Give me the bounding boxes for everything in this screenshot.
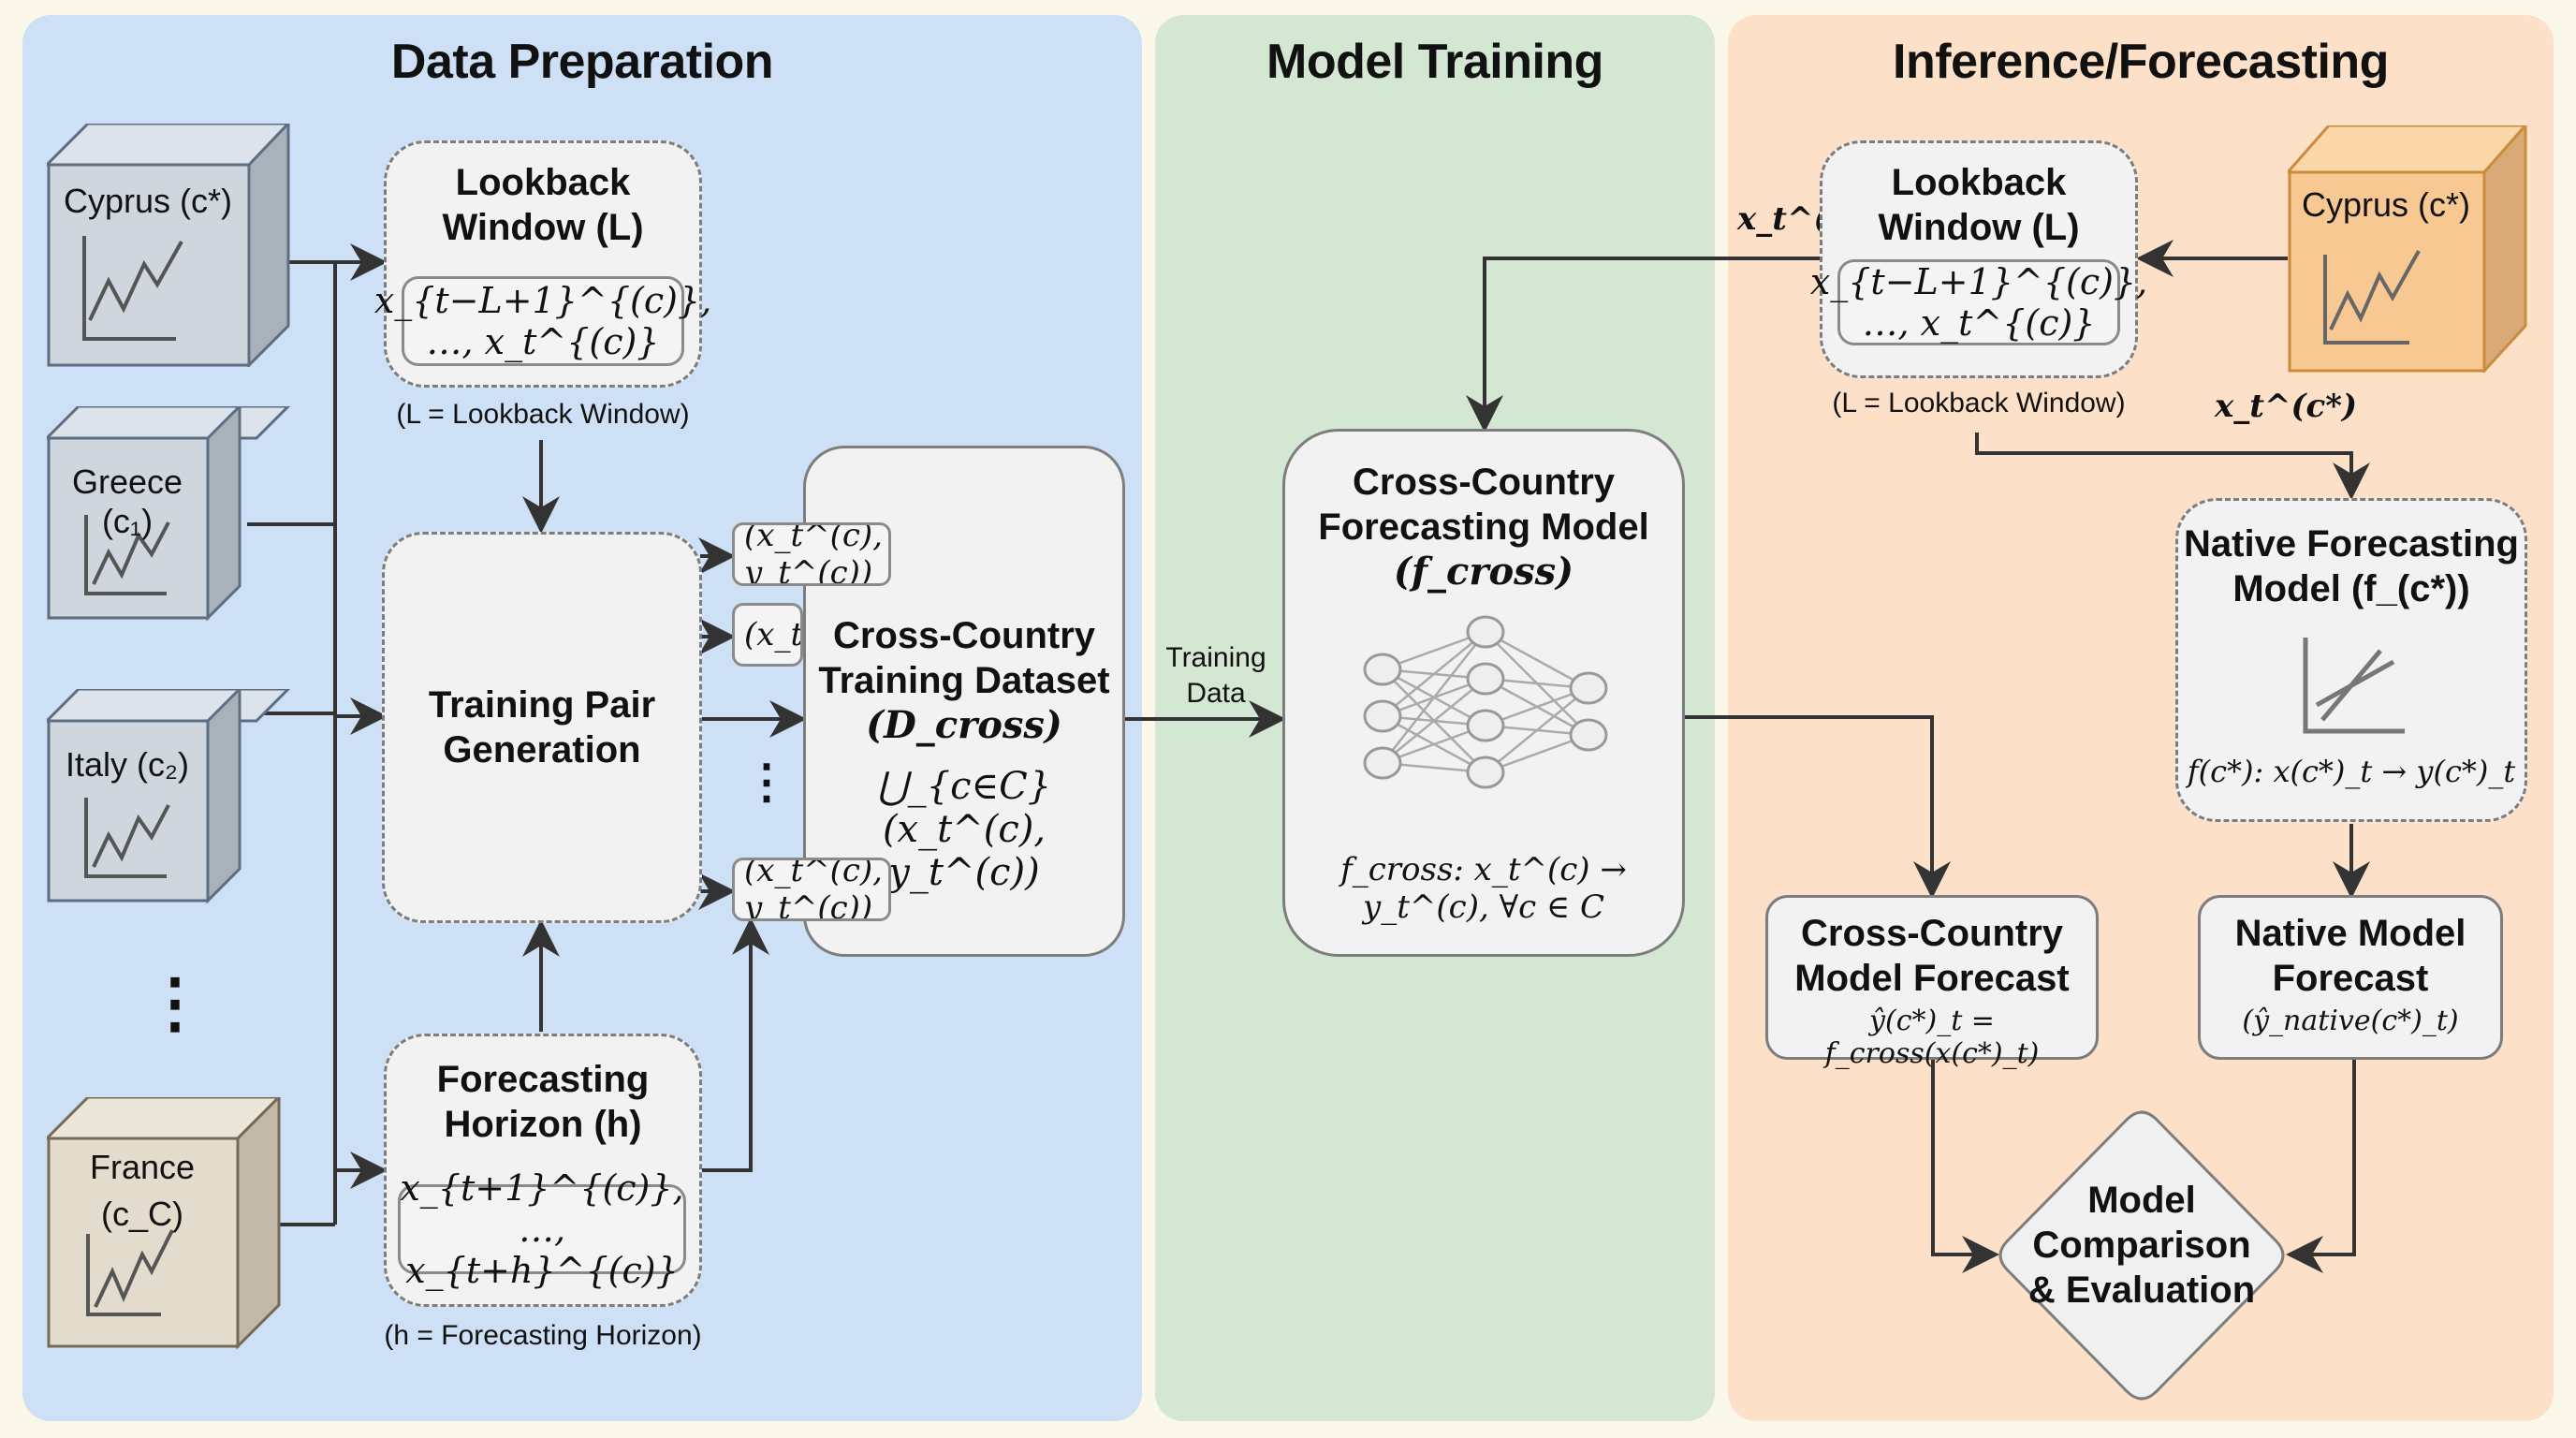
native-model-title-2: Model (f_(c*)) — [2232, 568, 2470, 609]
country-cube-france: France (c_C) — [43, 1093, 290, 1369]
panel-title-inference: Inference/Forecasting — [1893, 35, 2389, 89]
countries-ellipsis: ⋮ — [142, 966, 208, 1039]
nn-node — [1466, 756, 1505, 789]
country-cube-italy: Italy (c₂) — [43, 685, 292, 932]
nn-node — [1569, 671, 1608, 705]
training-pair-generation-box: Training Pair Generation — [382, 532, 702, 923]
cross-country-model-box: Cross-Country Forecasting Model (f_cross… — [1282, 429, 1685, 957]
evaluation-title-2: Comparison — [2032, 1225, 2251, 1266]
line-chart-icon — [84, 515, 170, 595]
nn-node — [1466, 709, 1505, 742]
inf-lookback-title-2: Window (L) — [1878, 207, 2080, 248]
cube-icon — [43, 403, 292, 622]
inference-lookback-box: Lookback Window (L) x_{t−L+1}^{(c)}, …, … — [1809, 140, 2148, 378]
dataset-title-2: Training Dataset — [818, 660, 1110, 701]
nn-node — [1466, 615, 1505, 649]
neural-network-icon — [1363, 615, 1608, 789]
nn-node — [1363, 653, 1402, 686]
native-forecast-title-2: Forecast — [2272, 958, 2429, 999]
evaluation-title-3: & Evaluation — [2027, 1269, 2256, 1311]
panel-title-data-preparation: Data Preparation — [390, 35, 774, 89]
lookback-title-1: Lookback — [455, 162, 631, 203]
horizon-title-1: Forecasting — [436, 1059, 650, 1100]
country-cube-cyprus: Cyprus (c*) — [43, 120, 292, 369]
country-label-france-name: France — [89, 1148, 196, 1186]
line-chart-icon — [2323, 250, 2421, 345]
native-forecast-box: Native Model Forecast (ŷ_native(c*)_t) — [2198, 895, 2503, 1060]
nn-node — [1569, 718, 1608, 752]
nn-edge — [1382, 631, 1486, 717]
lookback-caption: (L = Lookback Window) — [396, 399, 690, 430]
line-chart-icon — [84, 798, 170, 878]
horizon-title-2: Horizon (h) — [444, 1104, 642, 1145]
dataset-title-3: (D_cross) — [866, 703, 1062, 747]
evaluation-title-1: Model — [2087, 1180, 2196, 1221]
native-forecast-formula: (ŷ_native(c*)_t) — [2242, 1005, 2459, 1037]
training-pair-item: (x_t^(c), y_t^(c)) — [732, 522, 891, 586]
lookback-title-2: Window (L) — [442, 207, 644, 248]
horizon-caption: (h = Forecasting Horizon) — [384, 1320, 702, 1351]
nn-edge — [1382, 631, 1486, 764]
cube-icon — [43, 685, 292, 904]
native-model-title-1: Native Forecasting — [2184, 523, 2519, 565]
cross-model-title-1: Cross-Country — [1352, 462, 1616, 503]
horizon-formula: x_{t+1}^{(c)}, …, x_{t+h}^{(c)} — [398, 1167, 686, 1291]
training-pair-title-1: Training Pair — [428, 684, 656, 726]
inference-country-cube-cyprus: Cyprus (c*) — [2284, 122, 2531, 374]
country-label-greece: Greece (c₁) — [71, 462, 183, 540]
inf-lookback-formula: x_{t−L+1}^{(c)}, …, x_t^{(c)} — [1809, 259, 2148, 345]
lookback-window-box: Lookback Window (L) x_{t−L+1}^{(c)}, …, … — [374, 140, 711, 388]
country-label-italy: Italy (c₂) — [66, 745, 189, 784]
native-input-label: x_t^(c*) — [2215, 388, 2358, 425]
training-pair-title-2: Generation — [443, 729, 641, 770]
nn-node — [1363, 699, 1402, 733]
dataset-title-1: Cross-Country — [832, 615, 1096, 656]
native-model-box: Native Forecasting Model (f_(c*)) f(c*):… — [2175, 498, 2527, 822]
training-pair-item: (x_t^(c), y_t^(c)) — [732, 858, 891, 921]
panel-title-model-training: Model Training — [1266, 35, 1603, 89]
regression-chart-icon — [2303, 638, 2405, 734]
country-cube-greece: Greece (c₁) — [43, 403, 292, 650]
cube-icon — [43, 120, 292, 369]
line-chart-icon — [82, 236, 183, 341]
cross-model-formula: f_cross: x_t^(c) → y_t^(c), ∀c ∈ C — [1340, 851, 1627, 926]
cross-forecast-title-1: Cross-Country — [1800, 913, 2064, 954]
inf-lookback-caption: (L = Lookback Window) — [1832, 388, 2126, 418]
native-forecast-title-1: Native Model — [2234, 913, 2466, 954]
country-label-france-symbol: (c_C) — [101, 1195, 183, 1233]
country-label-cyprus: Cyprus (c*) — [63, 182, 233, 220]
pairs-ellipsis: ⋮ — [743, 756, 790, 808]
evaluation-diamond: Model Comparison & Evaluation — [1996, 1110, 2288, 1401]
cube-icon — [2284, 122, 2529, 374]
nn-node — [1363, 746, 1402, 780]
cross-forecast-formula: ŷ(c*)_t = f_cross(x(c*)_t) — [1824, 1005, 2040, 1070]
cross-model-title-2: Forecasting Model — [1318, 506, 1649, 548]
cross-model-title-3: (f_cross) — [1393, 550, 1574, 594]
cross-forecast-title-2: Model Forecast — [1794, 958, 2070, 999]
forecasting-horizon-box: Forecasting Horizon (h) x_{t+1}^{(c)}, …… — [384, 1034, 702, 1307]
nn-edge — [1382, 678, 1486, 764]
diamond-shape — [1998, 1110, 2285, 1401]
native-model-formula: f(c*): x(c*)_t → y(c*)_t — [2187, 754, 2516, 789]
cube-icon — [43, 1093, 283, 1350]
dataset-formula: ⋃_{c∈C} (x_t^(c), y_t^(c)) — [876, 765, 1052, 894]
training-pair-item: (x_t^(c) — [732, 603, 803, 667]
inf-lookback-title-1: Lookback — [1891, 162, 2067, 203]
nn-edge — [1485, 687, 1589, 773]
lookback-formula: x_{t−L+1}^{(c)}, …, x_t^{(c)} — [374, 276, 711, 366]
nn-node — [1466, 662, 1505, 696]
cross-country-forecast-box: Cross-Country Model Forecast ŷ(c*)_t = f… — [1765, 895, 2099, 1070]
inference-country-label: Cyprus (c*) — [2301, 185, 2471, 224]
line-chart-icon — [86, 1229, 174, 1316]
training-data-label: Training Data — [1165, 642, 1266, 709]
nn-edge — [1485, 630, 1589, 690]
